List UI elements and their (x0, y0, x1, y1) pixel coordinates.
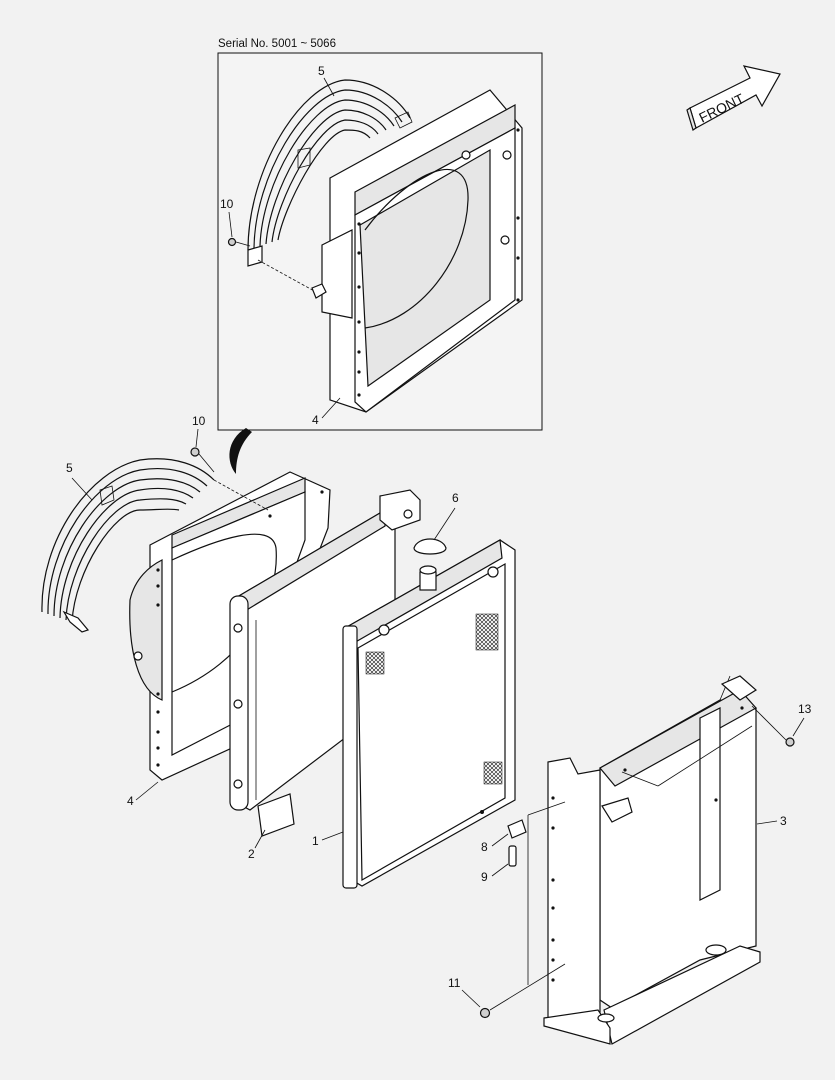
callout-4: 4 (127, 794, 134, 808)
fan-guard (41, 458, 215, 633)
bolt-13 (751, 705, 795, 747)
bolt-11 (479, 963, 566, 1019)
callout-6: 6 (452, 491, 459, 505)
front-direction-arrow (686, 65, 781, 131)
frame-assembly-line (621, 771, 659, 787)
frame-bolt-holes (551, 706, 744, 982)
inset-bolt (227, 237, 251, 247)
leader-2 (254, 829, 266, 849)
callout-9: 9 (481, 870, 488, 884)
shroud-bolt-holes (156, 490, 324, 767)
inset-fan-guard (247, 79, 413, 267)
leader-inset-10 (228, 211, 233, 238)
leader-10 (195, 428, 199, 448)
leader-5 (71, 477, 93, 501)
fan-guard-bolt (190, 447, 215, 473)
leader-inset-5 (323, 77, 335, 97)
leader-4 (135, 781, 159, 801)
oil-cooler (229, 489, 421, 837)
drain-cock (507, 819, 527, 839)
callout-1: 1 (312, 834, 319, 848)
callout-2: 2 (248, 847, 255, 861)
leader-11 (461, 989, 481, 1008)
callout-inset-10: 10 (220, 197, 234, 211)
radiator-core-mesh-2 (475, 613, 499, 651)
radiator-core-mesh-3 (483, 761, 503, 785)
drain-pin (508, 845, 517, 867)
leader-13 (792, 717, 805, 737)
callout-5: 5 (66, 461, 73, 475)
callout-8: 8 (481, 840, 488, 854)
callout-3: 3 (780, 814, 787, 828)
inset-fan-shroud (321, 89, 523, 413)
inset-pointer-arrow (229, 428, 252, 474)
callout-11: 11 (448, 976, 461, 990)
inset-assembly-line (257, 259, 317, 293)
inset-bolt-holes (357, 128, 520, 397)
leader-1 (321, 831, 344, 841)
leader-3 (756, 820, 778, 825)
radiator-support-frame (543, 675, 761, 1045)
callout-13: 13 (798, 702, 812, 716)
radiator (342, 539, 516, 889)
frame-assembly-line-2 (657, 725, 753, 787)
radiator-core-mesh-1 (365, 651, 385, 675)
serial-number-label: Serial No. 5001 ~ 5066 (218, 38, 336, 50)
callout-inset-5: 5 (318, 64, 325, 78)
callout-inset-4: 4 (312, 413, 319, 427)
callout-10: 10 (192, 414, 206, 428)
leader-9 (491, 863, 509, 877)
radiator-cap (413, 538, 447, 591)
fan-guard-assembly-line (213, 479, 269, 511)
inset-bracket (311, 283, 327, 299)
bolt-11-upper-line (527, 801, 566, 816)
leader-8 (491, 833, 509, 847)
leader-inset-4 (321, 397, 341, 419)
leader-6 (433, 507, 456, 541)
